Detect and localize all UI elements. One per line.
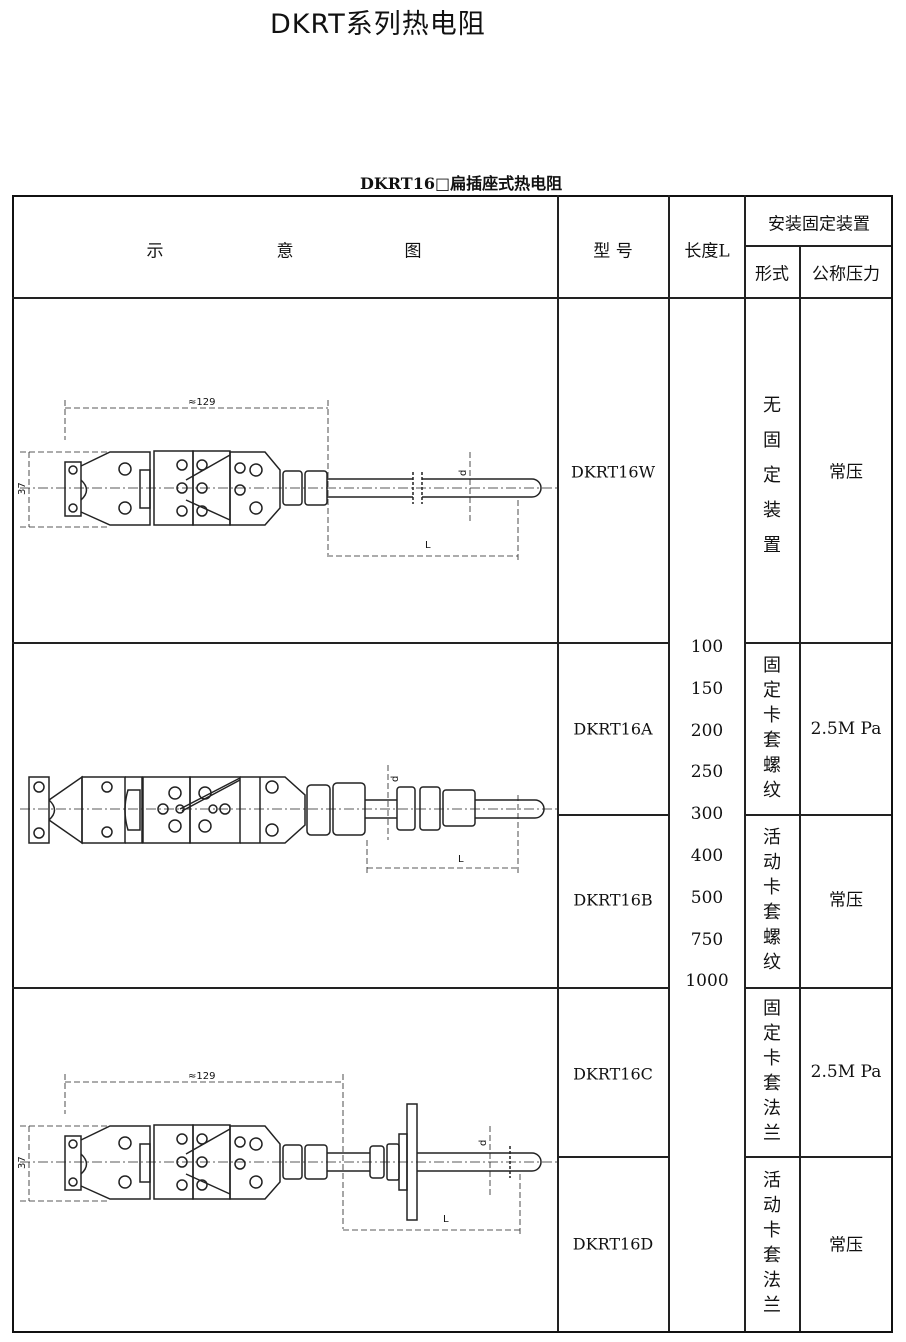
table-caption: DKRT16□扁插座式热电阻 <box>360 174 563 193</box>
header-diagram: 意 <box>276 241 294 262</box>
form-cell: 活动卡套螺纹 <box>763 827 781 973</box>
pressure-cell: 2.5M Pa <box>810 719 882 739</box>
pressure-cell: 常压 <box>829 1235 863 1256</box>
row-divider <box>12 987 669 989</box>
length-value: 100 <box>690 637 724 657</box>
model-cell: DKRT16A <box>573 719 653 739</box>
header-diagram: 图 <box>404 241 422 262</box>
row-divider <box>745 814 891 816</box>
row-divider <box>745 642 891 644</box>
row-divider <box>745 1156 891 1158</box>
length-value: 300 <box>690 804 724 824</box>
length-value: 750 <box>690 930 724 950</box>
dim-width-label: ≈129 <box>188 397 215 408</box>
dim-height-label: 37 <box>17 1156 28 1169</box>
row-divider <box>745 245 891 247</box>
header-form: 形式 <box>755 264 789 285</box>
dim-d-label: d <box>390 776 401 782</box>
model-cell: DKRT16D <box>572 1234 654 1254</box>
dim-l-label: L <box>443 1214 449 1225</box>
model-cell: DKRT16W <box>570 462 656 482</box>
row-divider <box>12 297 891 299</box>
diagram-ab: d L <box>20 765 560 875</box>
form-cell: 无固定装置 <box>763 395 781 556</box>
col-divider <box>799 245 801 1331</box>
spec-table <box>12 195 893 1333</box>
dim-d-label: d <box>478 1140 489 1146</box>
header-length: 长度L <box>684 241 730 262</box>
dim-height-label: 37 <box>17 482 28 495</box>
length-value: 200 <box>690 721 724 741</box>
col-divider <box>557 195 559 1331</box>
diagram-cd: ≈129 37 d L <box>17 1071 560 1234</box>
dim-l-label: L <box>458 854 464 865</box>
pressure-cell: 2.5M Pa <box>810 1062 882 1082</box>
row-divider <box>558 814 669 816</box>
dim-width-label: ≈129 <box>188 1071 215 1082</box>
header-diagram: 示 <box>146 241 164 262</box>
pressure-cell: 常压 <box>829 462 863 483</box>
pressure-cell: 常压 <box>829 890 863 911</box>
page-title: DKRT系列热电阻 <box>270 9 486 40</box>
dim-d-label: d <box>458 470 469 476</box>
header-mounting: 安装固定装置 <box>768 214 870 235</box>
form-cell: 活动卡套法兰 <box>763 1170 781 1316</box>
row-divider <box>558 1156 669 1158</box>
model-cell: DKRT16C <box>573 1064 653 1084</box>
length-value: 400 <box>690 846 724 866</box>
row-divider <box>12 642 669 644</box>
diagram-w: ≈129 37 d L <box>17 397 560 560</box>
length-value: 150 <box>690 679 724 699</box>
row-divider <box>745 987 891 989</box>
form-cell: 固定卡套法兰 <box>763 998 781 1144</box>
length-value: 500 <box>690 888 724 908</box>
header-model: 型 号 <box>593 241 633 262</box>
length-value: 250 <box>690 762 724 782</box>
dim-l-label: L <box>425 540 431 551</box>
form-cell: 固定卡套螺纹 <box>763 655 781 801</box>
col-divider <box>744 195 746 1331</box>
model-cell: DKRT16B <box>573 890 653 910</box>
length-value: 1000 <box>685 971 729 991</box>
col-divider <box>668 195 670 1331</box>
header-pressure: 公称压力 <box>812 264 880 285</box>
